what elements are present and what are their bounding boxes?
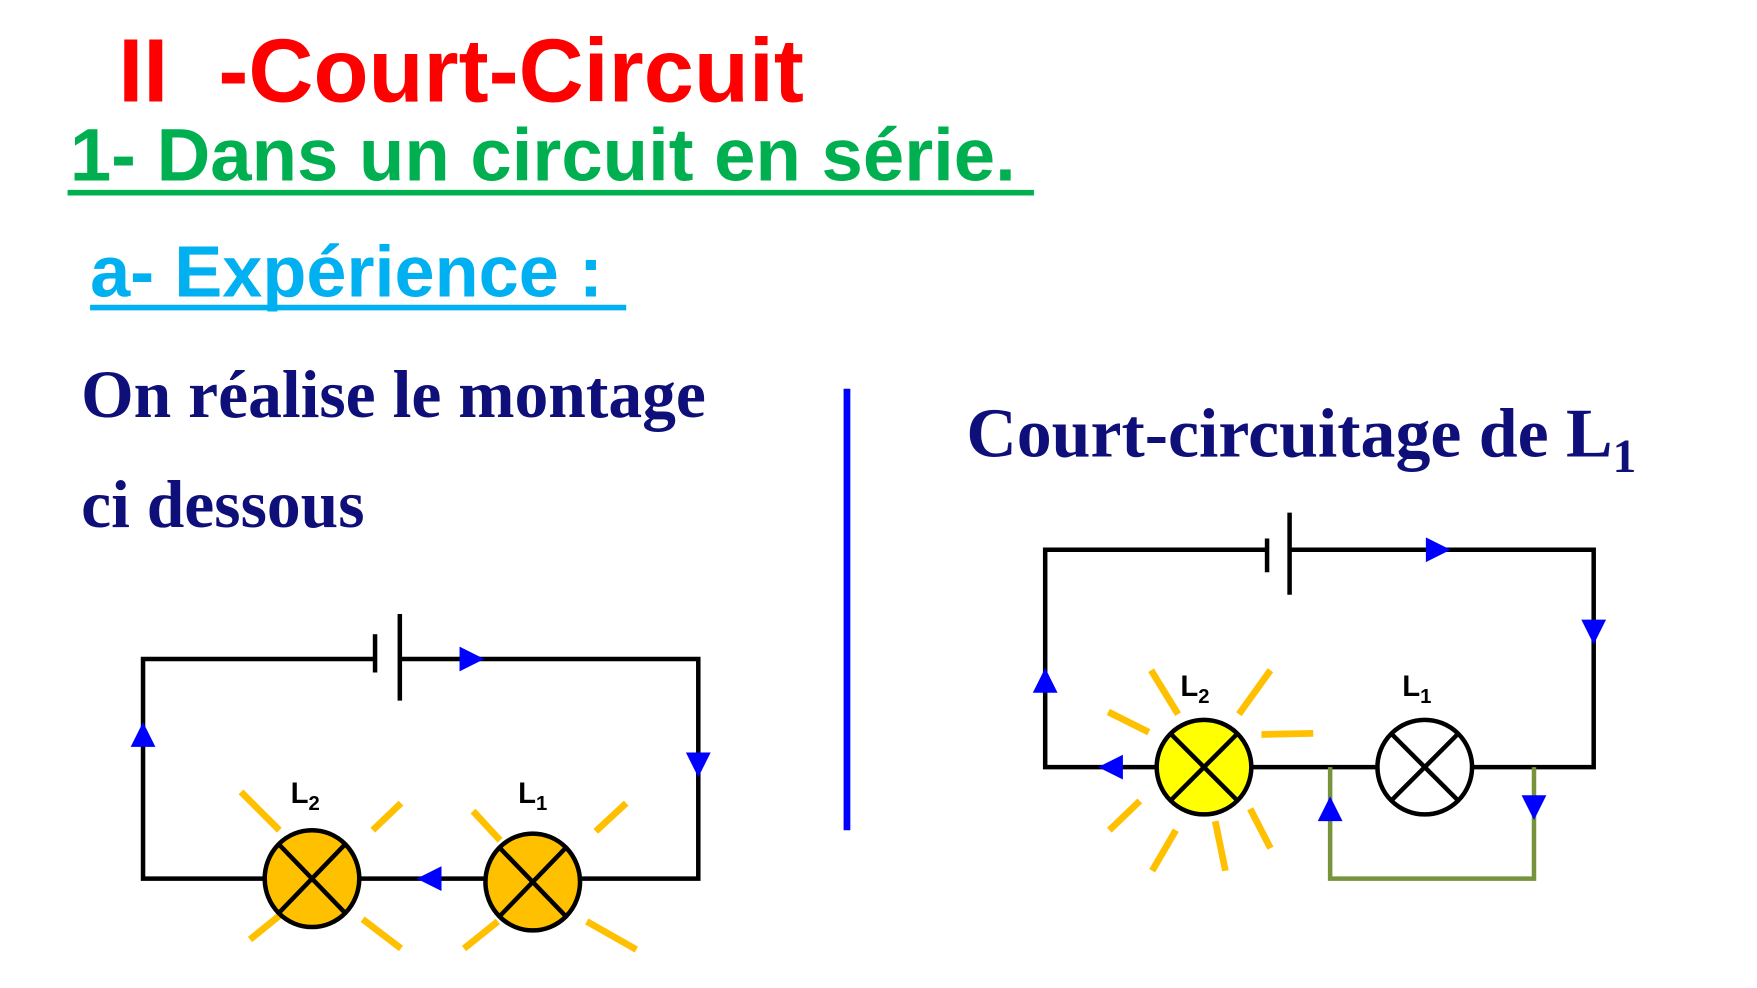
subtitle: 1- Dans un circuit en série. (70, 113, 1016, 196)
current-arrow-down (1581, 619, 1607, 645)
lamp-L1: L1 (461, 777, 639, 953)
current-arrow-right (459, 646, 485, 672)
lamp-label: L2 (291, 777, 320, 815)
lamp-label: L1 (1402, 670, 1431, 708)
section-heading: a- Expérience : (90, 232, 603, 312)
light-rays-icon (1106, 668, 1314, 873)
shunt-wire (1327, 767, 1537, 881)
right-heading-sub: 1 (1613, 431, 1637, 483)
current-arrow-left (416, 866, 442, 892)
lamp-L2: L2 (238, 777, 404, 952)
light-rays-icon (238, 789, 404, 952)
shunt-arrow-up (1317, 796, 1343, 822)
wire (140, 656, 376, 881)
current-arrow-right (1425, 537, 1451, 563)
current-arrow-left (1098, 754, 1123, 780)
lamp-label: L1 (518, 777, 547, 815)
series-circuit: L2 L1 (130, 613, 711, 953)
lamp-label: L2 (1180, 670, 1209, 708)
lamp-L2-bright: L2 (1106, 668, 1314, 873)
light-rays-icon (461, 800, 639, 953)
instruction-line-1: On réalise le montage (81, 357, 706, 432)
right-heading-text: Court-circuitage de L (966, 395, 1612, 472)
current-arrow-up (130, 722, 156, 747)
short-circuit-diagram: L2 L1 (1032, 512, 1607, 881)
shunt-arrow-down (1521, 795, 1547, 821)
lamp-L1-off: L1 (1375, 670, 1475, 817)
instruction-line-2: ci dessous (81, 467, 364, 542)
current-arrow-down (685, 752, 711, 778)
current-arrow-up (1032, 668, 1058, 693)
slide-title: II -Court-Circuit (118, 20, 804, 121)
right-heading: Court-circuitage de L1 (966, 395, 1636, 483)
